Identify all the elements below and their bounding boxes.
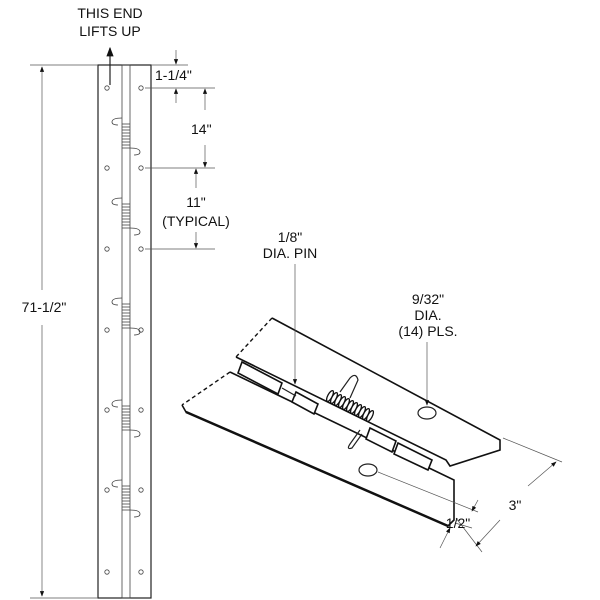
hole-icon [104, 327, 110, 333]
full-length-hinge [97, 64, 152, 599]
detail-hole-top [417, 406, 437, 420]
hole-icon [138, 85, 144, 91]
spring-icon [111, 117, 141, 156]
spring-icon [111, 297, 141, 336]
lift-note-line2: LIFTS UP [79, 23, 140, 39]
hole-icon [104, 246, 110, 252]
hole-offset-label: 1/2" [446, 515, 470, 531]
hole-icon [104, 487, 110, 493]
typical-spacing-dimension: 11" [186, 194, 206, 210]
hole-icon [104, 569, 110, 575]
hole-offset-dimension: 1/2" [377, 471, 479, 549]
hinge-springs [111, 117, 141, 518]
spacing-dimensions: 1-1/4" 14" 11" (TYPICAL) [145, 50, 230, 250]
hole-icon [104, 165, 110, 171]
first-spacing-dimension: 14" [191, 121, 212, 137]
end-offset-dimension: 1-1/4" [155, 67, 192, 83]
hinge-detail-view [181, 317, 501, 528]
width-dimension: 3" [455, 437, 563, 553]
hole-icon [138, 487, 144, 493]
hole-icon [104, 85, 110, 91]
spring-icon [111, 399, 141, 438]
overall-length-dimension: 71-1/2" [22, 64, 98, 599]
hole-icon [104, 407, 110, 413]
hole-icon [138, 407, 144, 413]
hinge-knuckle [121, 64, 131, 599]
torsion-spring [325, 389, 375, 423]
lift-note-line1: THIS END [77, 5, 142, 21]
hole-icon [138, 569, 144, 575]
detail-hole-bottom [358, 463, 378, 477]
mounting-holes [104, 85, 144, 575]
hole-label-line3: (14) PLS. [398, 323, 457, 339]
spring-icon [111, 479, 141, 518]
width-label: 3" [509, 497, 522, 513]
pin-label-line2: DIA. PIN [263, 245, 317, 261]
hole-label-line2: DIA. [414, 307, 441, 323]
typical-note: (TYPICAL) [162, 213, 230, 229]
hole-icon [138, 165, 144, 171]
top-leaf [235, 317, 501, 467]
spring-icon [111, 197, 141, 236]
overall-length-label: 71-1/2" [22, 299, 67, 315]
hole-label-line1: 9/32" [412, 291, 444, 307]
hole-icon [138, 246, 144, 252]
hinge-knuckles [237, 360, 434, 472]
pin-label-line1: 1/8" [278, 229, 302, 245]
